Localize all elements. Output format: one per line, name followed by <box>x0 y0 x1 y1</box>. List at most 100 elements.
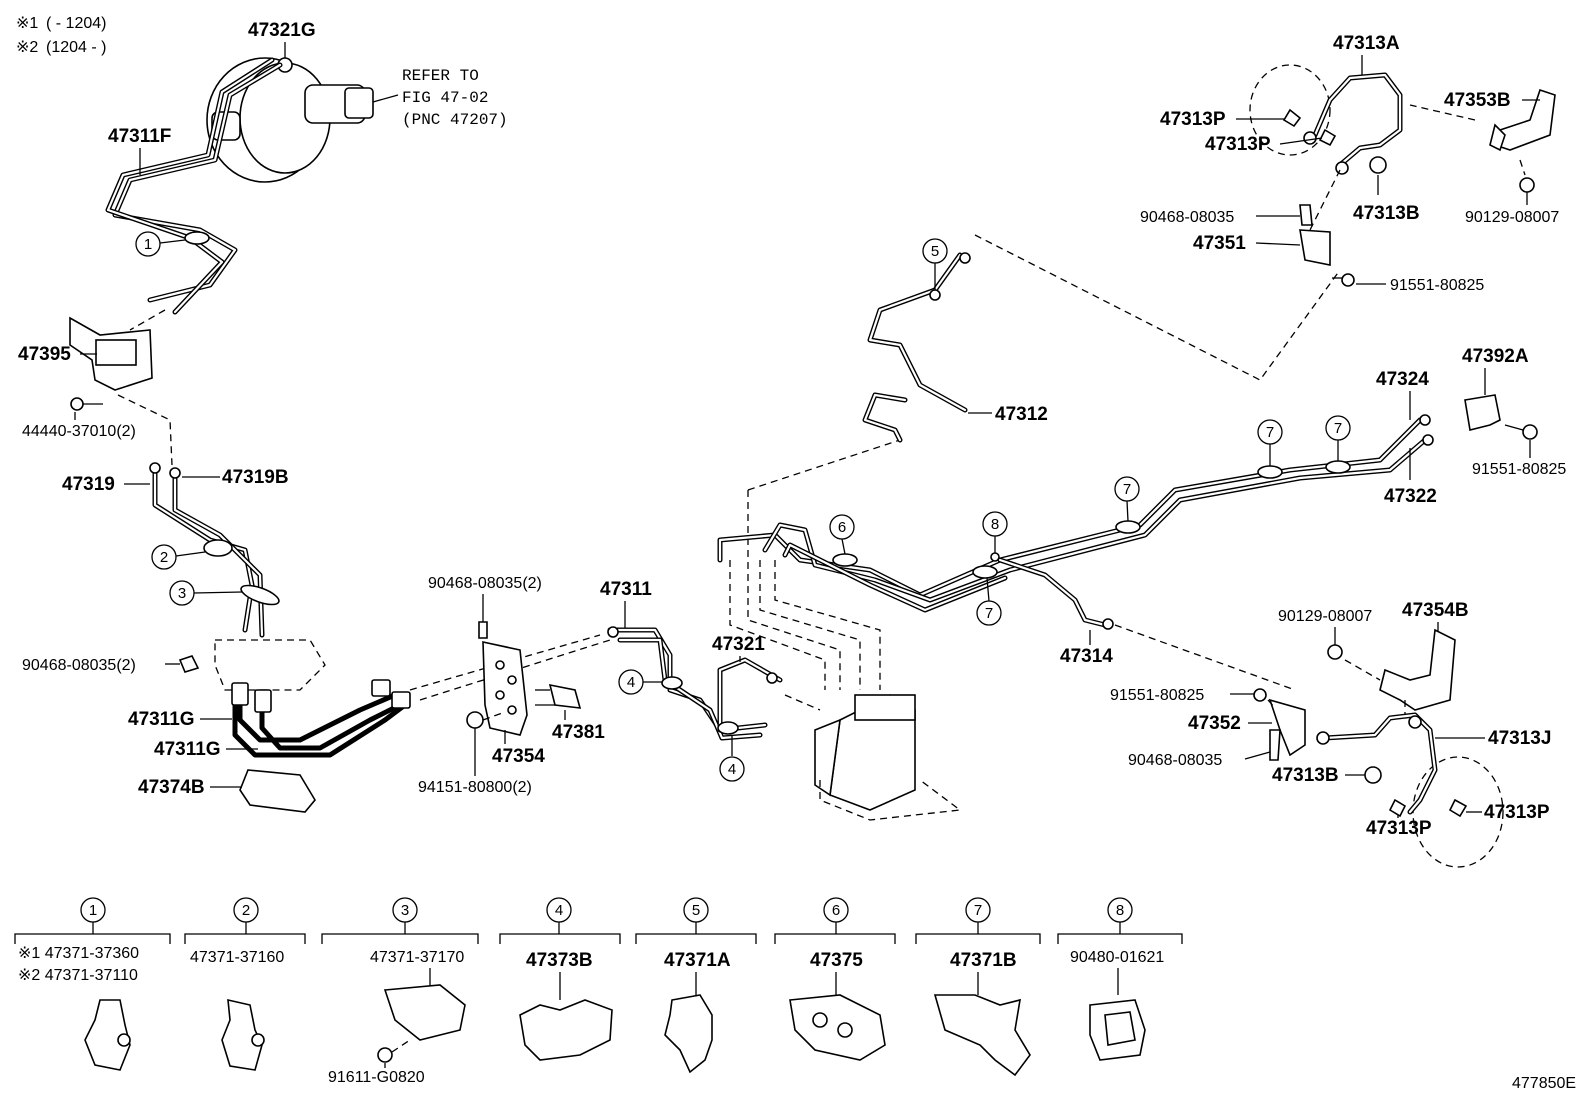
label-91551-c: 91551-80825 <box>1110 687 1204 704</box>
callout-8: 8 <box>991 516 999 533</box>
label-47392A: 47392A <box>1462 346 1529 367</box>
label-47314: 47314 <box>1060 646 1113 667</box>
legend-box-3-extra: 91611-G0820 <box>328 1069 425 1086</box>
label-90468-d: 90468-08035 <box>1128 752 1222 769</box>
legend-box-6: 6 47375 <box>774 897 896 1061</box>
legend-box-8-num: 8 <box>1116 902 1124 919</box>
legend-box-2-num: 2 <box>242 902 250 919</box>
label-47324: 47324 <box>1376 369 1429 390</box>
label-91551-a: 91551-80825 <box>1390 277 1484 294</box>
label-47313J: 47313J <box>1488 728 1551 749</box>
tubes-47319 <box>149 462 280 638</box>
legend-box-6-num: 6 <box>832 902 840 919</box>
legend-box-1-line1: ※1 47371-37360 <box>18 945 139 962</box>
callout-7c: 7 <box>1266 424 1274 441</box>
callout-5: 5 <box>931 243 939 260</box>
legend1-mark: ※1 <box>16 15 38 32</box>
callout-2: 2 <box>160 549 168 566</box>
label-47311F: 47311F <box>108 126 171 147</box>
label-47381: 47381 <box>552 722 605 743</box>
label-47354B: 47354B <box>1402 600 1469 621</box>
legend-box-7-num: 7 <box>974 902 982 919</box>
hoses-47311G <box>214 634 611 758</box>
hose-47313A <box>1249 64 1403 287</box>
tube-47311F <box>105 57 283 315</box>
callout-7a: 7 <box>985 605 993 622</box>
clip-legend: 1 ※1 47371-37360 ※2 47371-37110 2 47371-… <box>14 897 1183 1086</box>
callout-4b: 4 <box>728 761 736 778</box>
legend-box-7-line1: 47371B <box>950 950 1017 971</box>
callout-6: 6 <box>838 519 846 536</box>
label-47354: 47354 <box>492 746 545 767</box>
legend-box-6-line1: 47375 <box>810 950 863 971</box>
label-47313P-3: 47313P <box>1366 818 1432 839</box>
label-94151: 94151-80800(2) <box>418 779 532 796</box>
main-rear-lines <box>717 414 1434 691</box>
refer-note: REFER TO FIG 47-02 (PNC 47207) <box>372 67 508 129</box>
bracket-47353B <box>1409 88 1556 193</box>
label-47311: 47311 <box>600 579 652 600</box>
label-90468-b: 90468-08035(2) <box>428 575 542 592</box>
label-47322: 47322 <box>1384 486 1437 507</box>
label-44440: 44440-37010(2) <box>22 423 136 440</box>
legend-box-5-line1: 47371A <box>664 950 731 971</box>
brake-booster <box>206 57 374 183</box>
label-47352: 47352 <box>1188 713 1241 734</box>
legend-box-2-line1: 47371-37160 <box>190 949 284 966</box>
label-47313P-2: 47313P <box>1205 134 1271 155</box>
label-90129-b: 90129-08007 <box>1278 608 1372 625</box>
bolt-44440 <box>70 394 173 466</box>
legend-box-8: 8 90480-01621 <box>1057 897 1183 1061</box>
label-47395: 47395 <box>18 344 71 365</box>
label-47311G-1: 47311G <box>128 709 195 730</box>
refer-line2: FIG 47-02 <box>402 89 488 107</box>
legend-box-4: 4 47373B <box>499 897 621 1061</box>
label-47321: 47321 <box>712 634 765 655</box>
legend-box-3-line1: 47371-37170 <box>370 949 464 966</box>
refer-line3: (PNC 47207) <box>402 111 508 129</box>
figure-code: 477850E <box>1512 1075 1576 1092</box>
label-47319B: 47319B <box>222 467 289 488</box>
legend-box-3: 3 47371-37170 91611-G0820 <box>321 897 479 1086</box>
refer-line1: REFER TO <box>402 67 479 85</box>
callout-7d: 7 <box>1334 420 1342 437</box>
legend1-range: ( - 1204) <box>46 15 106 32</box>
label-90129-a: 90129-08007 <box>1465 209 1559 226</box>
tubes-47311-47321 <box>607 626 821 741</box>
label-47374B: 47374B <box>138 777 205 798</box>
bracket-47354B <box>1327 628 1456 715</box>
legend-box-1: 1 ※1 47371-37360 ※2 47371-37110 <box>14 897 171 1071</box>
label-47313P-1: 47313P <box>1160 109 1226 130</box>
label-47319: 47319 <box>62 474 115 495</box>
label-47313P-4: 47313P <box>1484 802 1550 823</box>
legend2-range: (1204 - ) <box>46 39 106 56</box>
bracket-47392A <box>1464 394 1538 440</box>
diagram-callouts: 1 2 3 4 4 5 6 7 7 7 7 8 <box>135 231 1351 782</box>
hose-47313J <box>1253 688 1504 868</box>
legend-box-7: 7 47371B <box>915 897 1041 1077</box>
label-47321G: 47321G <box>248 20 316 41</box>
callout-7b: 7 <box>1123 481 1131 498</box>
callout-1: 1 <box>144 236 152 253</box>
legend-box-1-num: 1 <box>89 902 97 919</box>
label-47313B-2: 47313B <box>1272 765 1339 786</box>
callout-4a: 4 <box>627 674 635 691</box>
legend-box-1-line2: ※2 47371-37110 <box>18 967 138 984</box>
clip-90468-left <box>178 655 200 673</box>
header-legend: ※1 ( - 1204) ※2 (1204 - ) <box>16 15 106 56</box>
tube-47312 <box>862 234 1341 443</box>
legend-box-5-num: 5 <box>692 902 700 919</box>
legend-box-4-line1: 47373B <box>526 950 593 971</box>
bracket-47395 <box>69 309 166 391</box>
label-47313B-1: 47313B <box>1353 203 1420 224</box>
abs-actuator <box>729 439 962 821</box>
part-labels: 47321G 47311F 47395 44440-37010(2) 47319… <box>18 20 1566 839</box>
callout-3: 3 <box>178 585 186 602</box>
legend-box-2: 2 47371-37160 <box>184 897 306 1071</box>
label-91551-b: 91551-80825 <box>1472 461 1566 478</box>
label-90468-a: 90468-08035(2) <box>22 657 136 674</box>
label-90468-c: 90468-08035 <box>1140 209 1234 226</box>
label-47313A: 47313A <box>1333 33 1400 54</box>
clip-47374B <box>239 769 316 813</box>
